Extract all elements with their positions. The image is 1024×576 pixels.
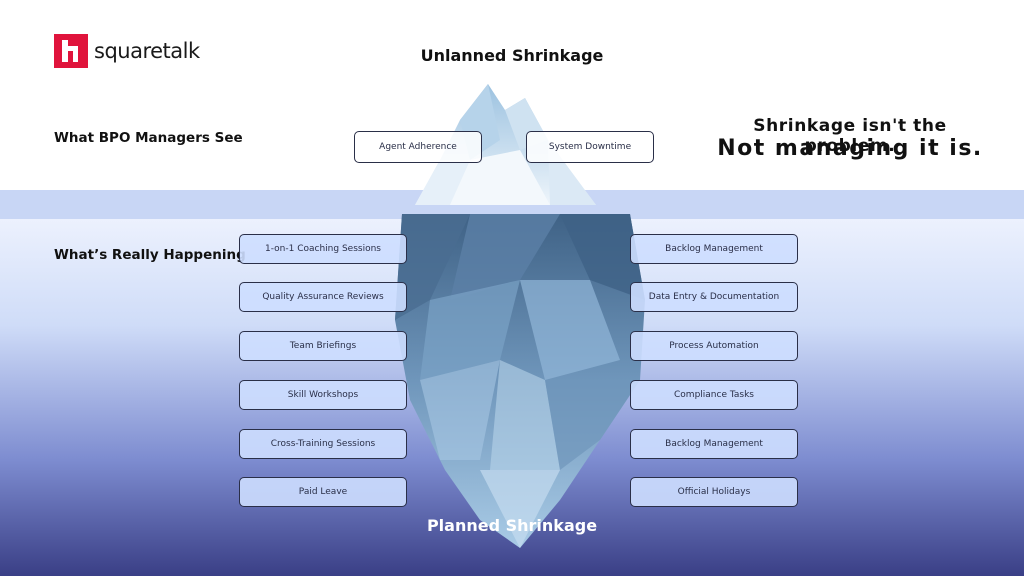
brand-logo: squaretalk [54,34,200,68]
box-agent-adherence: Agent Adherence [354,131,482,163]
box-right-3: Process Automation [630,331,798,361]
box-left-2: Quality Assurance Reviews [239,282,407,312]
box-left-5: Cross-Training Sessions [239,429,407,459]
box-right-2: Data Entry & Documentation [630,282,798,312]
tagline-line1: Shrinkage isn't the problem. [753,116,947,156]
box-left-4: Skill Workshops [239,380,407,410]
box-right-6: Official Holidays [630,477,798,507]
box-system-downtime: System Downtime [526,131,654,163]
tagline-line2: Not managing it is. [717,136,983,161]
title-planned: Planned Shrinkage [426,516,598,535]
iceberg-tip [415,84,596,205]
label-above-water: What BPO Managers See [54,130,243,146]
logo-mark [54,34,88,68]
box-left-3: Team Briefings [239,331,407,361]
iceberg-underwater [395,214,645,548]
box-left-6: Paid Leave [239,477,407,507]
box-left-1: 1-on-1 Coaching Sessions [239,234,407,264]
box-right-4: Compliance Tasks [630,380,798,410]
box-right-1: Backlog Management [630,234,798,264]
brand-name: squaretalk [94,39,200,63]
label-below-water: What’s Really Happening [54,247,246,263]
box-right-5: Backlog Management [630,429,798,459]
title-unplanned: Unlanned Shrinkage [420,46,604,65]
